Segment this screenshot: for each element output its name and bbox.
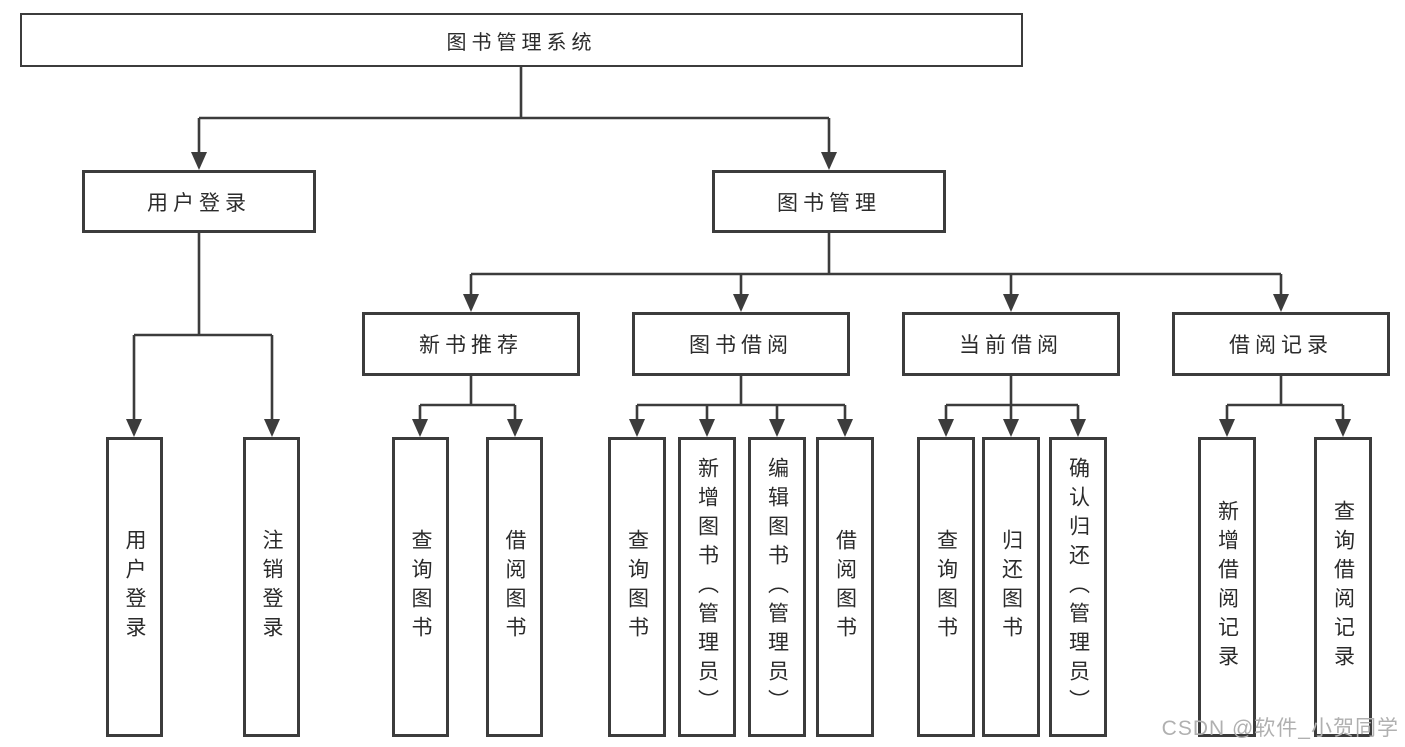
leaf-confirm-return-admin: 确认归还（管理员）	[1049, 437, 1107, 737]
leaf-query-borrow-record: 查询借阅记录	[1314, 437, 1372, 737]
node-user-login: 用户登录	[82, 170, 316, 233]
node-book-management: 图书管理	[712, 170, 946, 233]
leaf-query-books-borrowing: 查询图书	[608, 437, 666, 737]
node-new-book-recommend: 新书推荐	[362, 312, 580, 376]
leaf-add-borrow-record: 新增借阅记录	[1198, 437, 1256, 737]
node-root: 图书管理系统	[20, 13, 1023, 67]
node-borrow-records: 借阅记录	[1172, 312, 1390, 376]
leaf-query-books-current: 查询图书	[917, 437, 975, 737]
csdn-watermark: CSDN @软件_小贺同学	[1161, 717, 1399, 740]
leaf-query-books-recommend: 查询图书	[392, 437, 449, 737]
arrowheads	[126, 152, 1351, 437]
leaf-logout: 注销登录	[243, 437, 300, 737]
node-current-borrowing: 当前借阅	[902, 312, 1120, 376]
node-book-borrowing: 图书借阅	[632, 312, 850, 376]
leaf-return-book: 归还图书	[982, 437, 1040, 737]
leaf-edit-book-admin: 编辑图书（管理员）	[748, 437, 806, 737]
leaf-borrow-books-recommend: 借阅图书	[486, 437, 543, 737]
leaf-add-book-admin: 新增图书（管理员）	[678, 437, 736, 737]
leaf-borrow-books-borrowing: 借阅图书	[816, 437, 874, 737]
leaf-user-login: 用户登录	[106, 437, 163, 737]
